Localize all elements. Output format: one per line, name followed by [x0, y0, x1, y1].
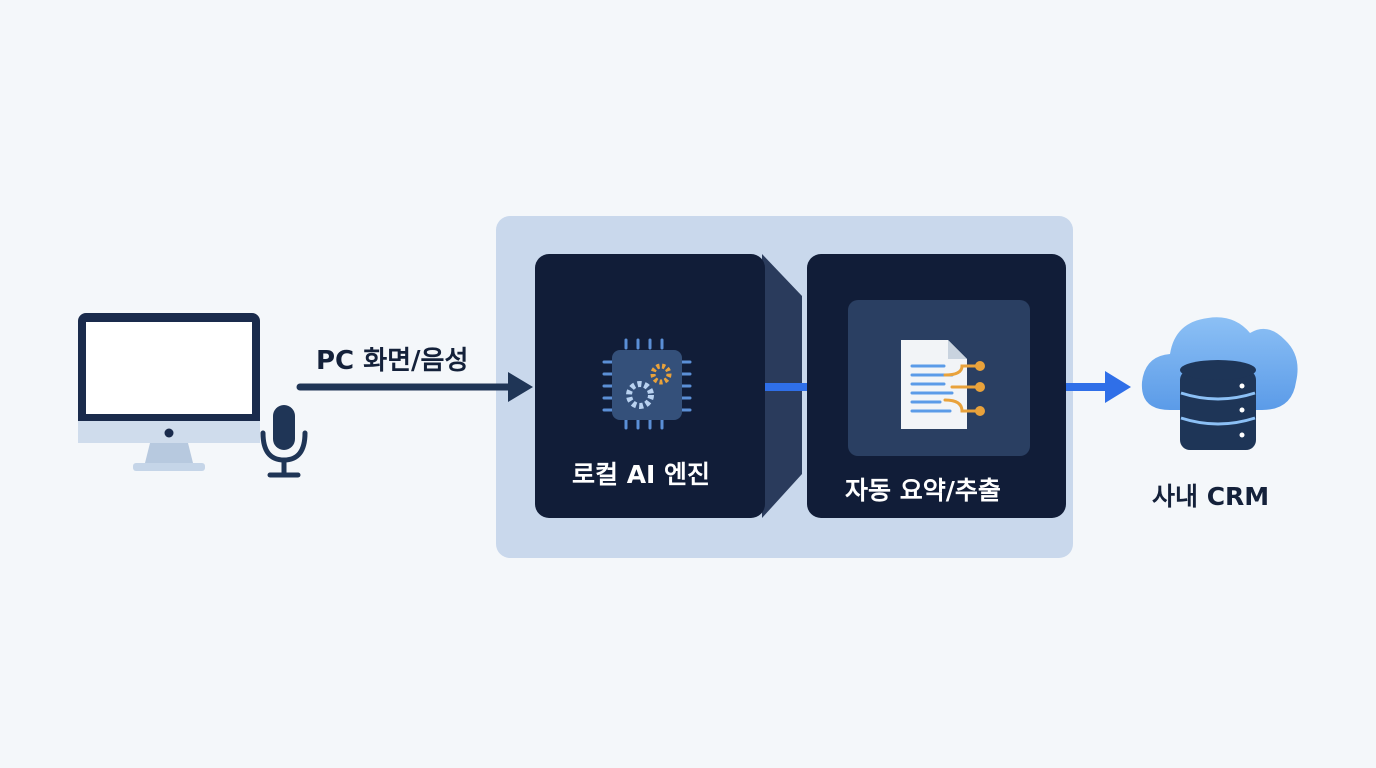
summary-label: 자동 요약/추출 [845, 476, 1001, 505]
arrow-input-to-engine [296, 372, 533, 402]
engine-label: 로컬 AI 엔진 [572, 460, 711, 489]
cloud-database-icon [1141, 317, 1298, 450]
microphone-icon [260, 405, 308, 478]
input-label: PC 화면/음성 [316, 346, 469, 376]
crm-label: 사내 CRM [1152, 482, 1270, 511]
summary-icon-tile [848, 300, 1030, 456]
monitor-icon [78, 313, 260, 471]
